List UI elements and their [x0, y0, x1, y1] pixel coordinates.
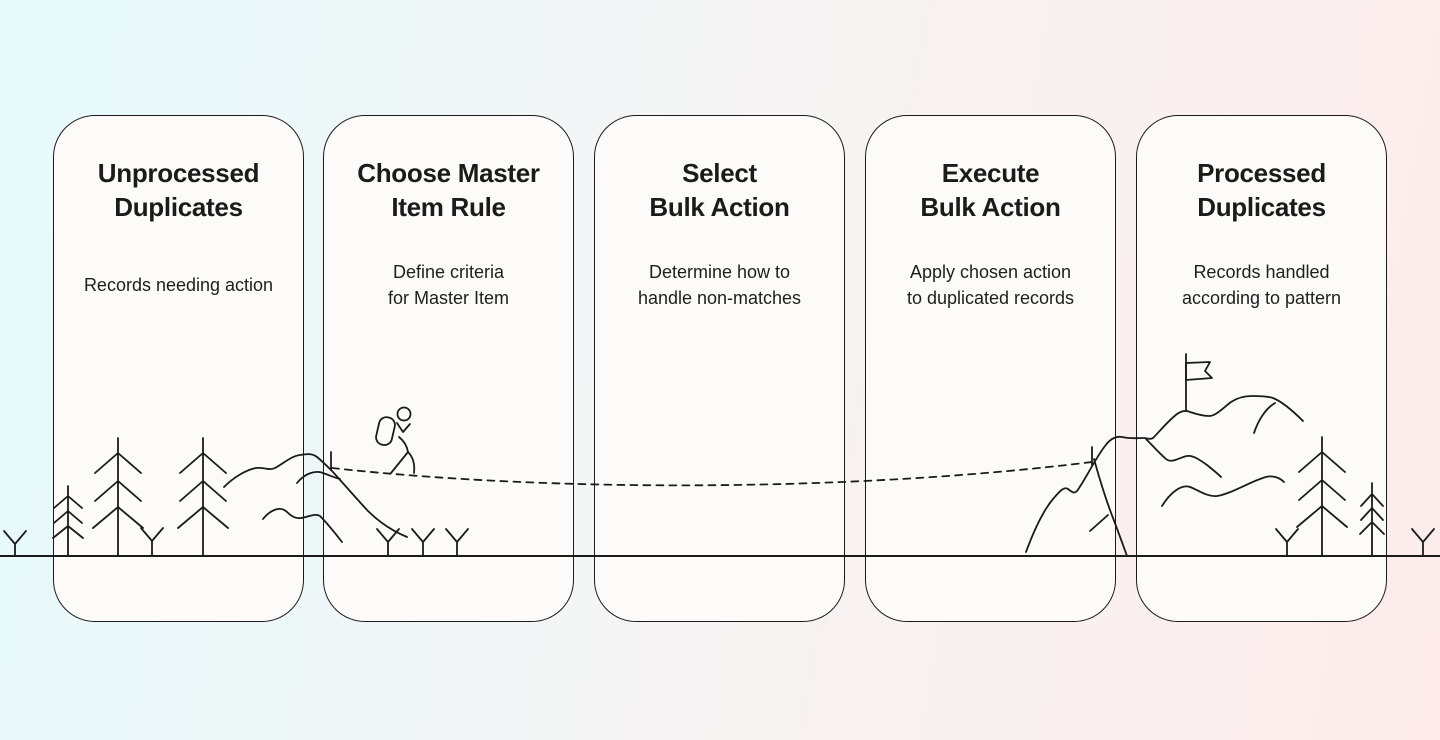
step-title: Select Bulk Action [649, 158, 790, 222]
step-title: Execute Bulk Action [920, 158, 1061, 222]
step-card-processed-duplicates: Processed Duplicates Records handled acc… [1136, 115, 1387, 622]
step-description: Determine how to handle non-matches [637, 262, 802, 308]
step-title: Processed Duplicates [1197, 158, 1326, 222]
step-title: Unprocessed Duplicates [97, 158, 260, 222]
step-card-choose-master-item-rule: Choose Master Item Rule Define criteria … [323, 115, 574, 622]
step-description: Records needing action [83, 275, 274, 295]
step-description: Apply chosen action to duplicated record… [906, 262, 1075, 308]
step-title: Choose Master Item Rule [357, 158, 540, 222]
step-description: Define criteria for Master Item [387, 262, 510, 308]
step-card-select-bulk-action: Select Bulk Action Determine how to hand… [594, 115, 845, 622]
sprout-icon [3, 530, 27, 557]
step-card-execute-bulk-action: Execute Bulk Action Apply chosen action … [865, 115, 1116, 622]
step-card-unprocessed-duplicates: Unprocessed Duplicates Records needing a… [53, 115, 304, 622]
step-description: Records handled according to pattern [1181, 262, 1342, 308]
sprout-icon [1411, 528, 1435, 557]
